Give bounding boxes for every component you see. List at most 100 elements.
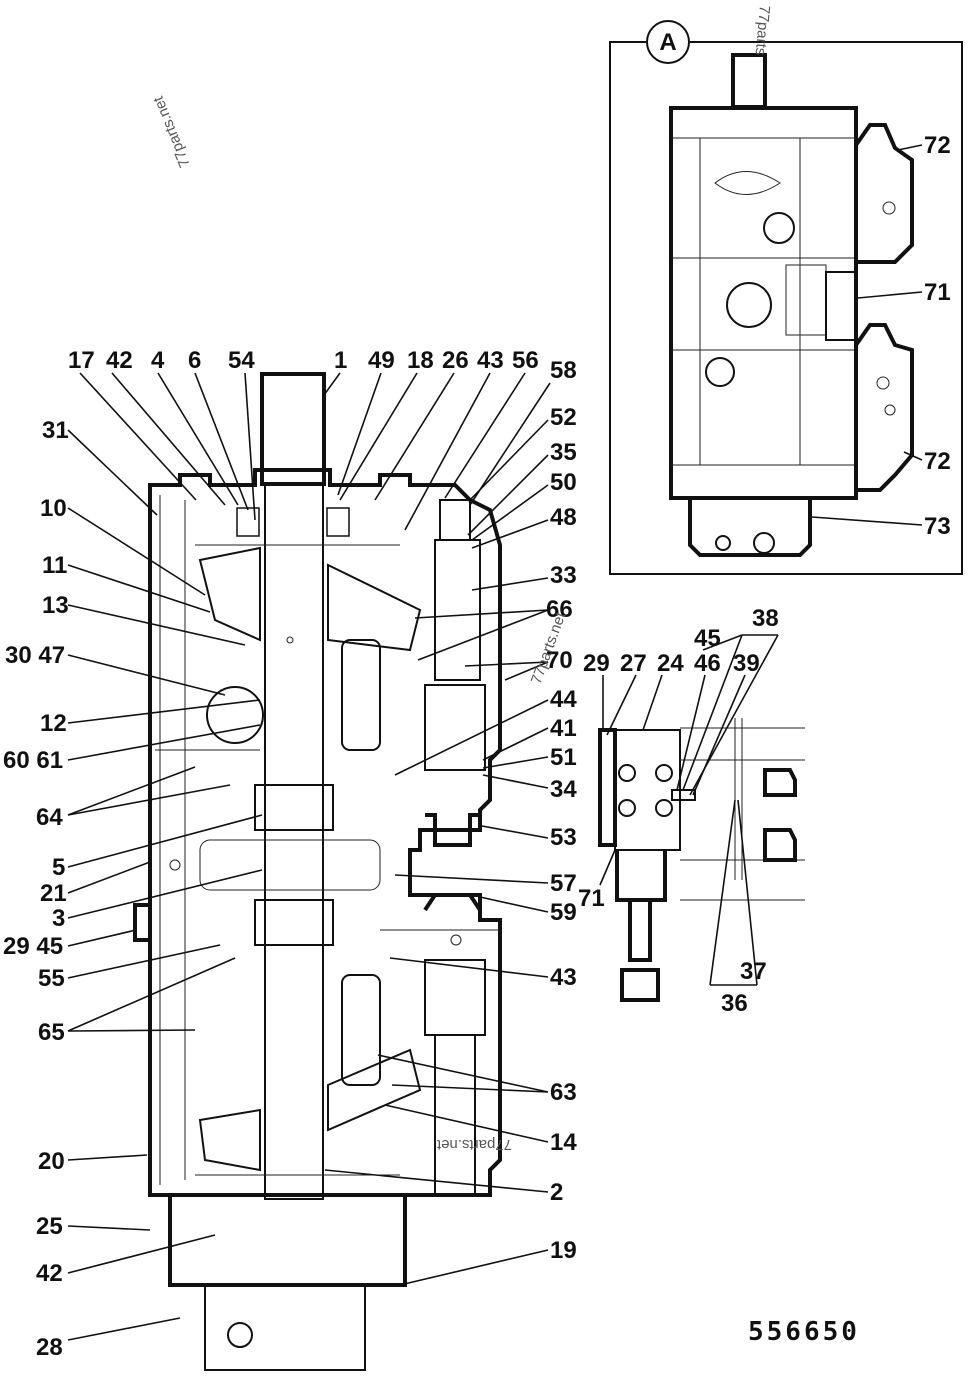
callout-42-top: 42 [106,347,133,374]
callout-71: 71 [924,279,951,306]
callout-57: 57 [550,870,577,897]
valve-side-view: 29 27 24 45 46 38 39 71 37 36 [578,605,805,1017]
regulator-block-upper [424,684,486,771]
callout-29-45: 29 45 [3,933,63,960]
callout-37: 37 [740,958,767,985]
callout-2: 2 [550,1179,563,1206]
front-bearing-left [236,507,260,537]
regulator-block-lower [424,959,486,1036]
regulator-valve-block [614,729,681,851]
solenoid-stem [628,900,652,962]
callout-65: 65 [38,1019,65,1046]
callout-63: 63 [550,1079,577,1106]
drive-shaft [260,372,326,486]
spool-cap [439,499,471,541]
callout-60-61: 60 61 [3,747,63,774]
detail-view-marker [646,20,690,64]
callout-46: 46 [694,650,721,677]
solenoid-body [615,850,667,902]
callout-59: 59 [550,899,577,926]
callout-49: 49 [368,347,395,374]
coupling-lower [254,899,334,946]
detail-housing [669,106,858,500]
callout-45-valve: 45 [694,625,721,652]
callout-34: 34 [550,776,577,803]
callout-31: 31 [42,417,69,444]
callout-43-right: 43 [550,964,577,991]
callout-52: 52 [550,404,577,431]
callout-33: 33 [550,562,577,589]
callout-38: 38 [752,605,779,632]
callout-11: 11 [42,552,67,579]
callout-70: 70 [546,647,573,674]
callout-48: 48 [550,504,577,531]
callout-54: 54 [228,347,255,374]
callout-27: 27 [620,650,647,677]
top-callouts: 17 42 4 6 54 1 49 18 26 43 56 58 [68,347,577,531]
detail-regulator-upper [854,123,914,264]
callout-39: 39 [733,650,760,677]
detail-view-frame [609,41,963,575]
callout-44: 44 [550,686,577,713]
callout-71-valve: 71 [578,885,605,912]
drawing-number: 556650 [748,1317,860,1347]
spool-upper [434,539,481,681]
callout-66: 66 [546,596,573,623]
lower-swash-plate-right [327,1048,422,1132]
valve-flange [598,728,617,847]
callout-51: 51 [550,744,577,771]
upper-swash-plate-right [327,563,422,652]
watermark-top-left: 77parts.net [150,93,194,170]
callout-6: 6 [188,347,201,374]
callout-73: 73 [924,513,951,540]
callout-28: 28 [36,1334,63,1361]
callout-10: 10 [40,495,67,522]
callout-43-top: 43 [477,347,504,374]
callout-41: 41 [550,715,577,742]
watermark-bottom: 77parts.net [436,1136,512,1153]
callout-5: 5 [52,854,65,881]
callout-12: 12 [40,710,67,737]
detail-shaft [731,53,767,109]
callout-42-bottom: 42 [36,1260,63,1287]
detail-pump-body [669,53,914,557]
detail-view-label: A [659,29,676,56]
end-cover [168,1193,407,1287]
detail-regulator-lower [854,323,914,492]
spool-lower [434,1034,476,1196]
callout-19: 19 [550,1237,577,1264]
right-callouts: 52 35 50 48 33 66 70 44 41 51 34 53 57 5… [324,404,577,1286]
callout-72-lower: 72 [924,448,951,475]
callout-1: 1 [334,347,347,374]
callout-26: 26 [442,347,469,374]
callout-56: 56 [512,347,539,374]
front-bearing-right [326,507,350,537]
coupling-upper [254,784,334,831]
callout-20: 20 [38,1148,65,1175]
callout-3: 3 [52,905,65,932]
callout-29-valve: 29 [583,650,610,677]
solenoid-connector [620,968,660,1002]
callout-72-upper: 72 [924,132,951,159]
upper-servo [206,686,264,744]
upper-swash-plate-left [198,546,261,642]
watermark-detail: 77parts [752,5,773,56]
pump-housing [148,468,502,1197]
callout-55: 55 [38,965,65,992]
lower-swash-plate-left [198,1108,261,1172]
callout-4: 4 [151,347,165,374]
callout-24: 24 [657,650,684,677]
gear-pump-housing [204,1284,366,1371]
callout-18: 18 [407,347,434,374]
callout-25: 25 [36,1213,63,1240]
callout-36: 36 [721,990,748,1017]
lower-piston [341,974,381,1086]
detail-gear-pump [688,498,812,557]
callout-13: 13 [42,592,69,619]
shaft-body [264,483,324,1200]
callout-30-47: 30 47 [5,642,65,669]
callout-53: 53 [550,824,577,851]
callout-17: 17 [68,347,95,374]
left-callouts: 31 10 11 13 30 47 12 60 61 64 5 21 3 29 … [3,417,263,1361]
